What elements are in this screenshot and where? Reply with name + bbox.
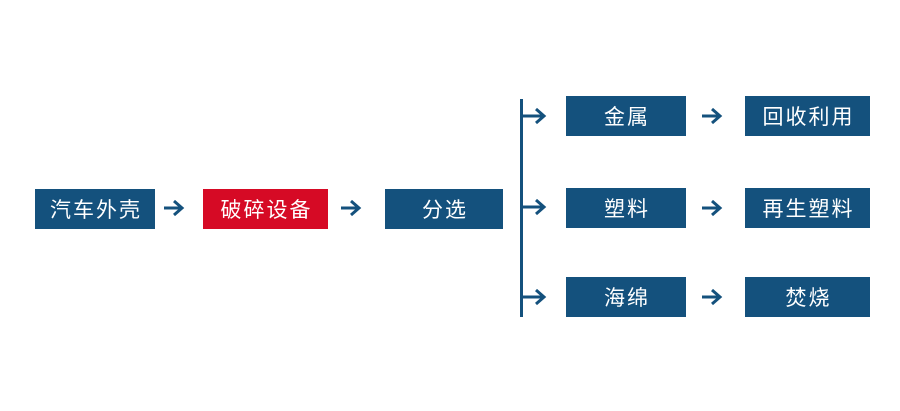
- node-recycling-reuse: 回收利用: [745, 96, 870, 136]
- node-plastic: 塑料: [566, 188, 686, 228]
- branch-arrow-right-icon: [521, 198, 547, 216]
- node-sorting: 分选: [385, 189, 503, 229]
- node-metal: 金属: [566, 96, 686, 136]
- arrow-right-icon: [702, 288, 723, 306]
- node-incineration: 焚烧: [745, 277, 870, 317]
- arrow-right-icon: [341, 199, 362, 217]
- arrow-right-icon: [702, 107, 723, 125]
- branch-arrow-right-icon: [521, 107, 547, 125]
- arrow-right-icon: [164, 199, 185, 217]
- node-car-shell: 汽车外壳: [35, 189, 155, 229]
- node-recycled-plastic: 再生塑料: [745, 188, 870, 228]
- node-sponge: 海绵: [566, 277, 686, 317]
- node-crushing-equipment: 破碎设备: [203, 189, 328, 229]
- branch-arrow-right-icon: [521, 288, 547, 306]
- arrow-right-icon: [702, 199, 723, 217]
